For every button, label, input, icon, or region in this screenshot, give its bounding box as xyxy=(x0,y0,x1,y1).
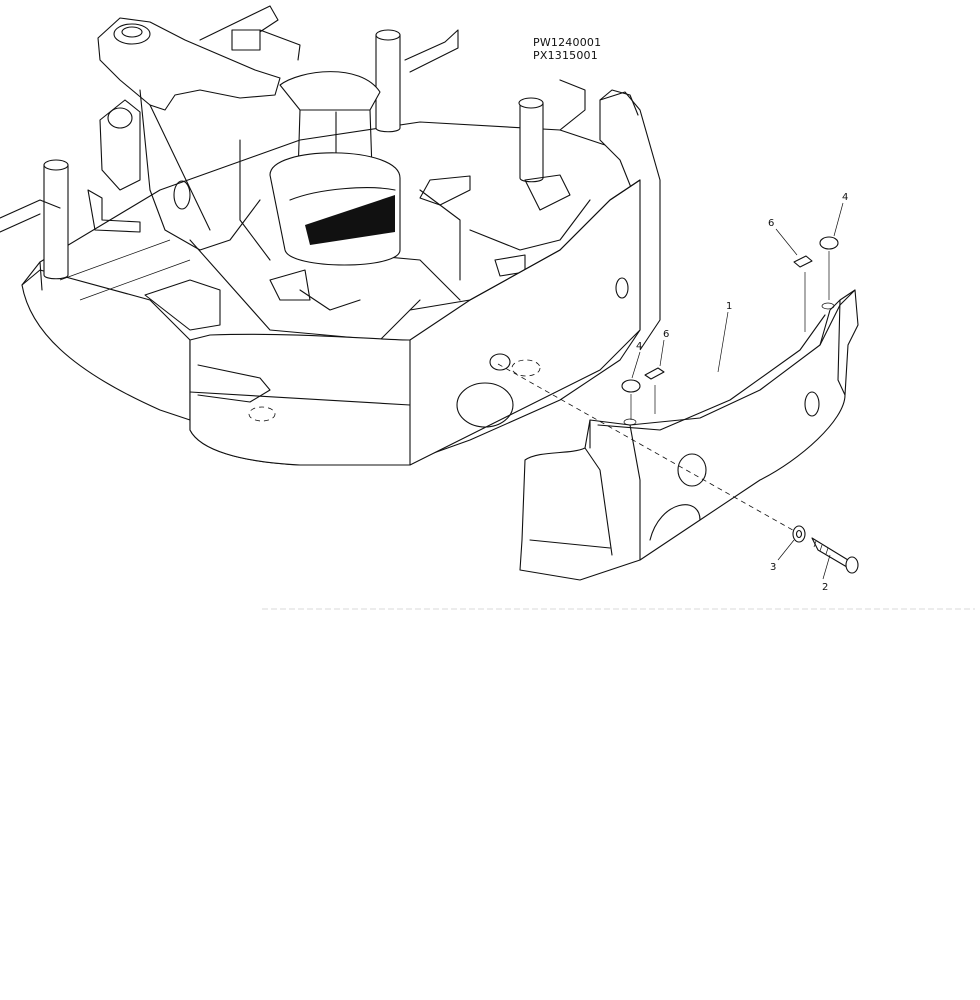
installed-counterweight xyxy=(189,89,661,466)
leader-lines xyxy=(631,202,844,580)
counterweight-part-1 xyxy=(519,289,859,581)
callout-6-front: 6 xyxy=(663,329,669,340)
black-band xyxy=(305,195,395,245)
bolt-2 xyxy=(811,537,859,574)
plate-6-rear xyxy=(793,255,813,332)
callout-1: 1 xyxy=(726,301,732,312)
callout-6-rear: 6 xyxy=(768,218,774,229)
reference-code-1: PW1240001 xyxy=(533,36,602,49)
assembly-line xyxy=(497,363,799,534)
callout-2: 2 xyxy=(822,582,828,593)
plug-4-front xyxy=(621,379,641,420)
washer-3 xyxy=(792,525,806,543)
callout-4-front: 4 xyxy=(636,341,642,352)
upper-frame xyxy=(0,5,621,421)
plate-6-front xyxy=(644,367,665,414)
reference-code-2: PX1315001 xyxy=(533,49,598,62)
callout-4-rear: 4 xyxy=(842,192,848,203)
plug-4-rear xyxy=(819,236,839,300)
callout-3: 3 xyxy=(770,562,776,573)
